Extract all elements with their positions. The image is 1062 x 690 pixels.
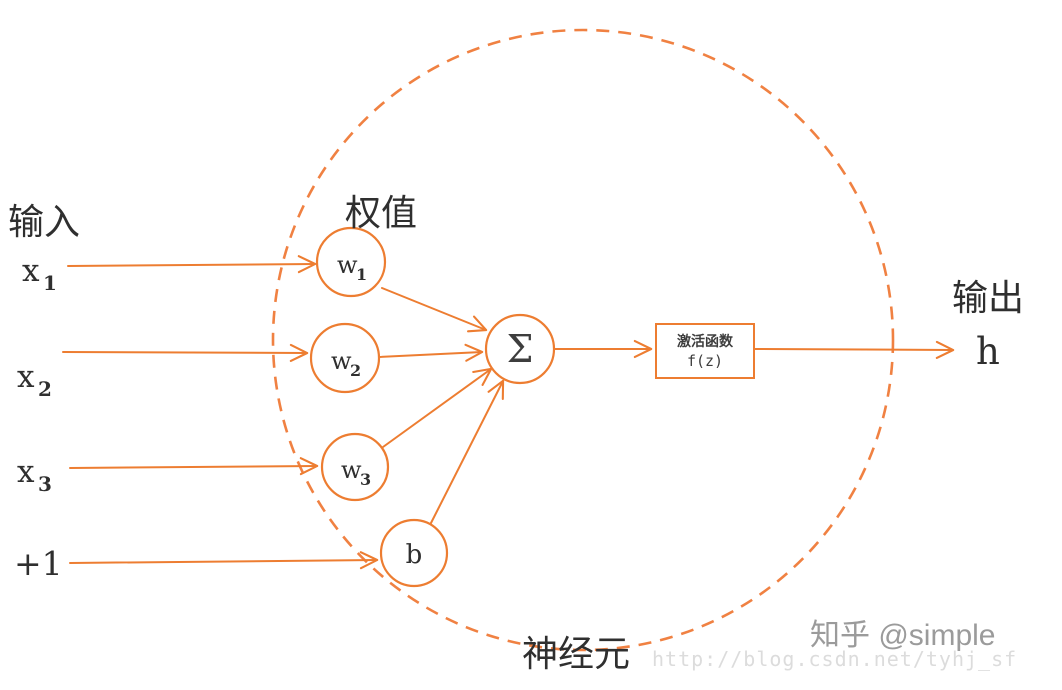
input-arrow-bias bbox=[69, 551, 379, 570]
input-label-x2-base: x bbox=[17, 359, 35, 395]
watermark-brand: 知乎 @simple bbox=[810, 619, 995, 652]
output-arrow bbox=[754, 340, 955, 359]
input-label-x1-sub: 1 bbox=[43, 271, 57, 295]
weight-label-w2-sub: 2 bbox=[350, 361, 361, 380]
weight-label-w3-base: w bbox=[341, 456, 362, 484]
neuron-boundary-circle bbox=[271, 28, 895, 652]
weights-title: 权值 bbox=[345, 192, 417, 233]
weight-label-w3-sub: 3 bbox=[360, 470, 371, 489]
watermark-url: http://blog.csdn.net/tyhj_sf bbox=[652, 647, 1017, 671]
input-label-x2-sub: 2 bbox=[38, 377, 52, 401]
neuron-caption: 神经元 bbox=[522, 633, 630, 674]
sum-symbol: Σ bbox=[507, 327, 534, 371]
weight-label-w2-base: w bbox=[331, 347, 352, 375]
input-label-bias: +1 bbox=[14, 544, 63, 583]
link-w3-sum bbox=[382, 367, 493, 448]
bias-node bbox=[379, 518, 449, 588]
input-arrow-x2 bbox=[62, 343, 309, 362]
input-arrow-x1 bbox=[67, 255, 317, 274]
input-title: 输入 bbox=[8, 201, 80, 242]
bias-label: b bbox=[406, 540, 423, 570]
activation-function-box bbox=[655, 323, 755, 379]
activation-box-title: 激活函数 bbox=[677, 333, 734, 349]
output-var-label: h bbox=[976, 330, 1000, 373]
weight-node-w2 bbox=[309, 322, 381, 394]
input-arrow-x3 bbox=[69, 457, 319, 476]
weight-label-w1-sub: 1 bbox=[356, 265, 367, 284]
weight-node-w1 bbox=[315, 226, 387, 298]
link-w2-sum bbox=[378, 343, 484, 362]
input-label-x3-base: x bbox=[17, 454, 35, 490]
link-w1-sum bbox=[381, 287, 488, 333]
sum-node bbox=[484, 313, 556, 385]
link-bias-sum bbox=[430, 379, 505, 524]
output-title: 输出 bbox=[952, 277, 1024, 318]
activation-box-formula: f(z) bbox=[687, 352, 723, 370]
weight-node-w3 bbox=[320, 432, 390, 502]
input-label-x3-sub: 3 bbox=[38, 472, 52, 496]
weight-label-w1-base: w bbox=[337, 251, 358, 279]
input-label-x1-base: x bbox=[22, 253, 40, 289]
